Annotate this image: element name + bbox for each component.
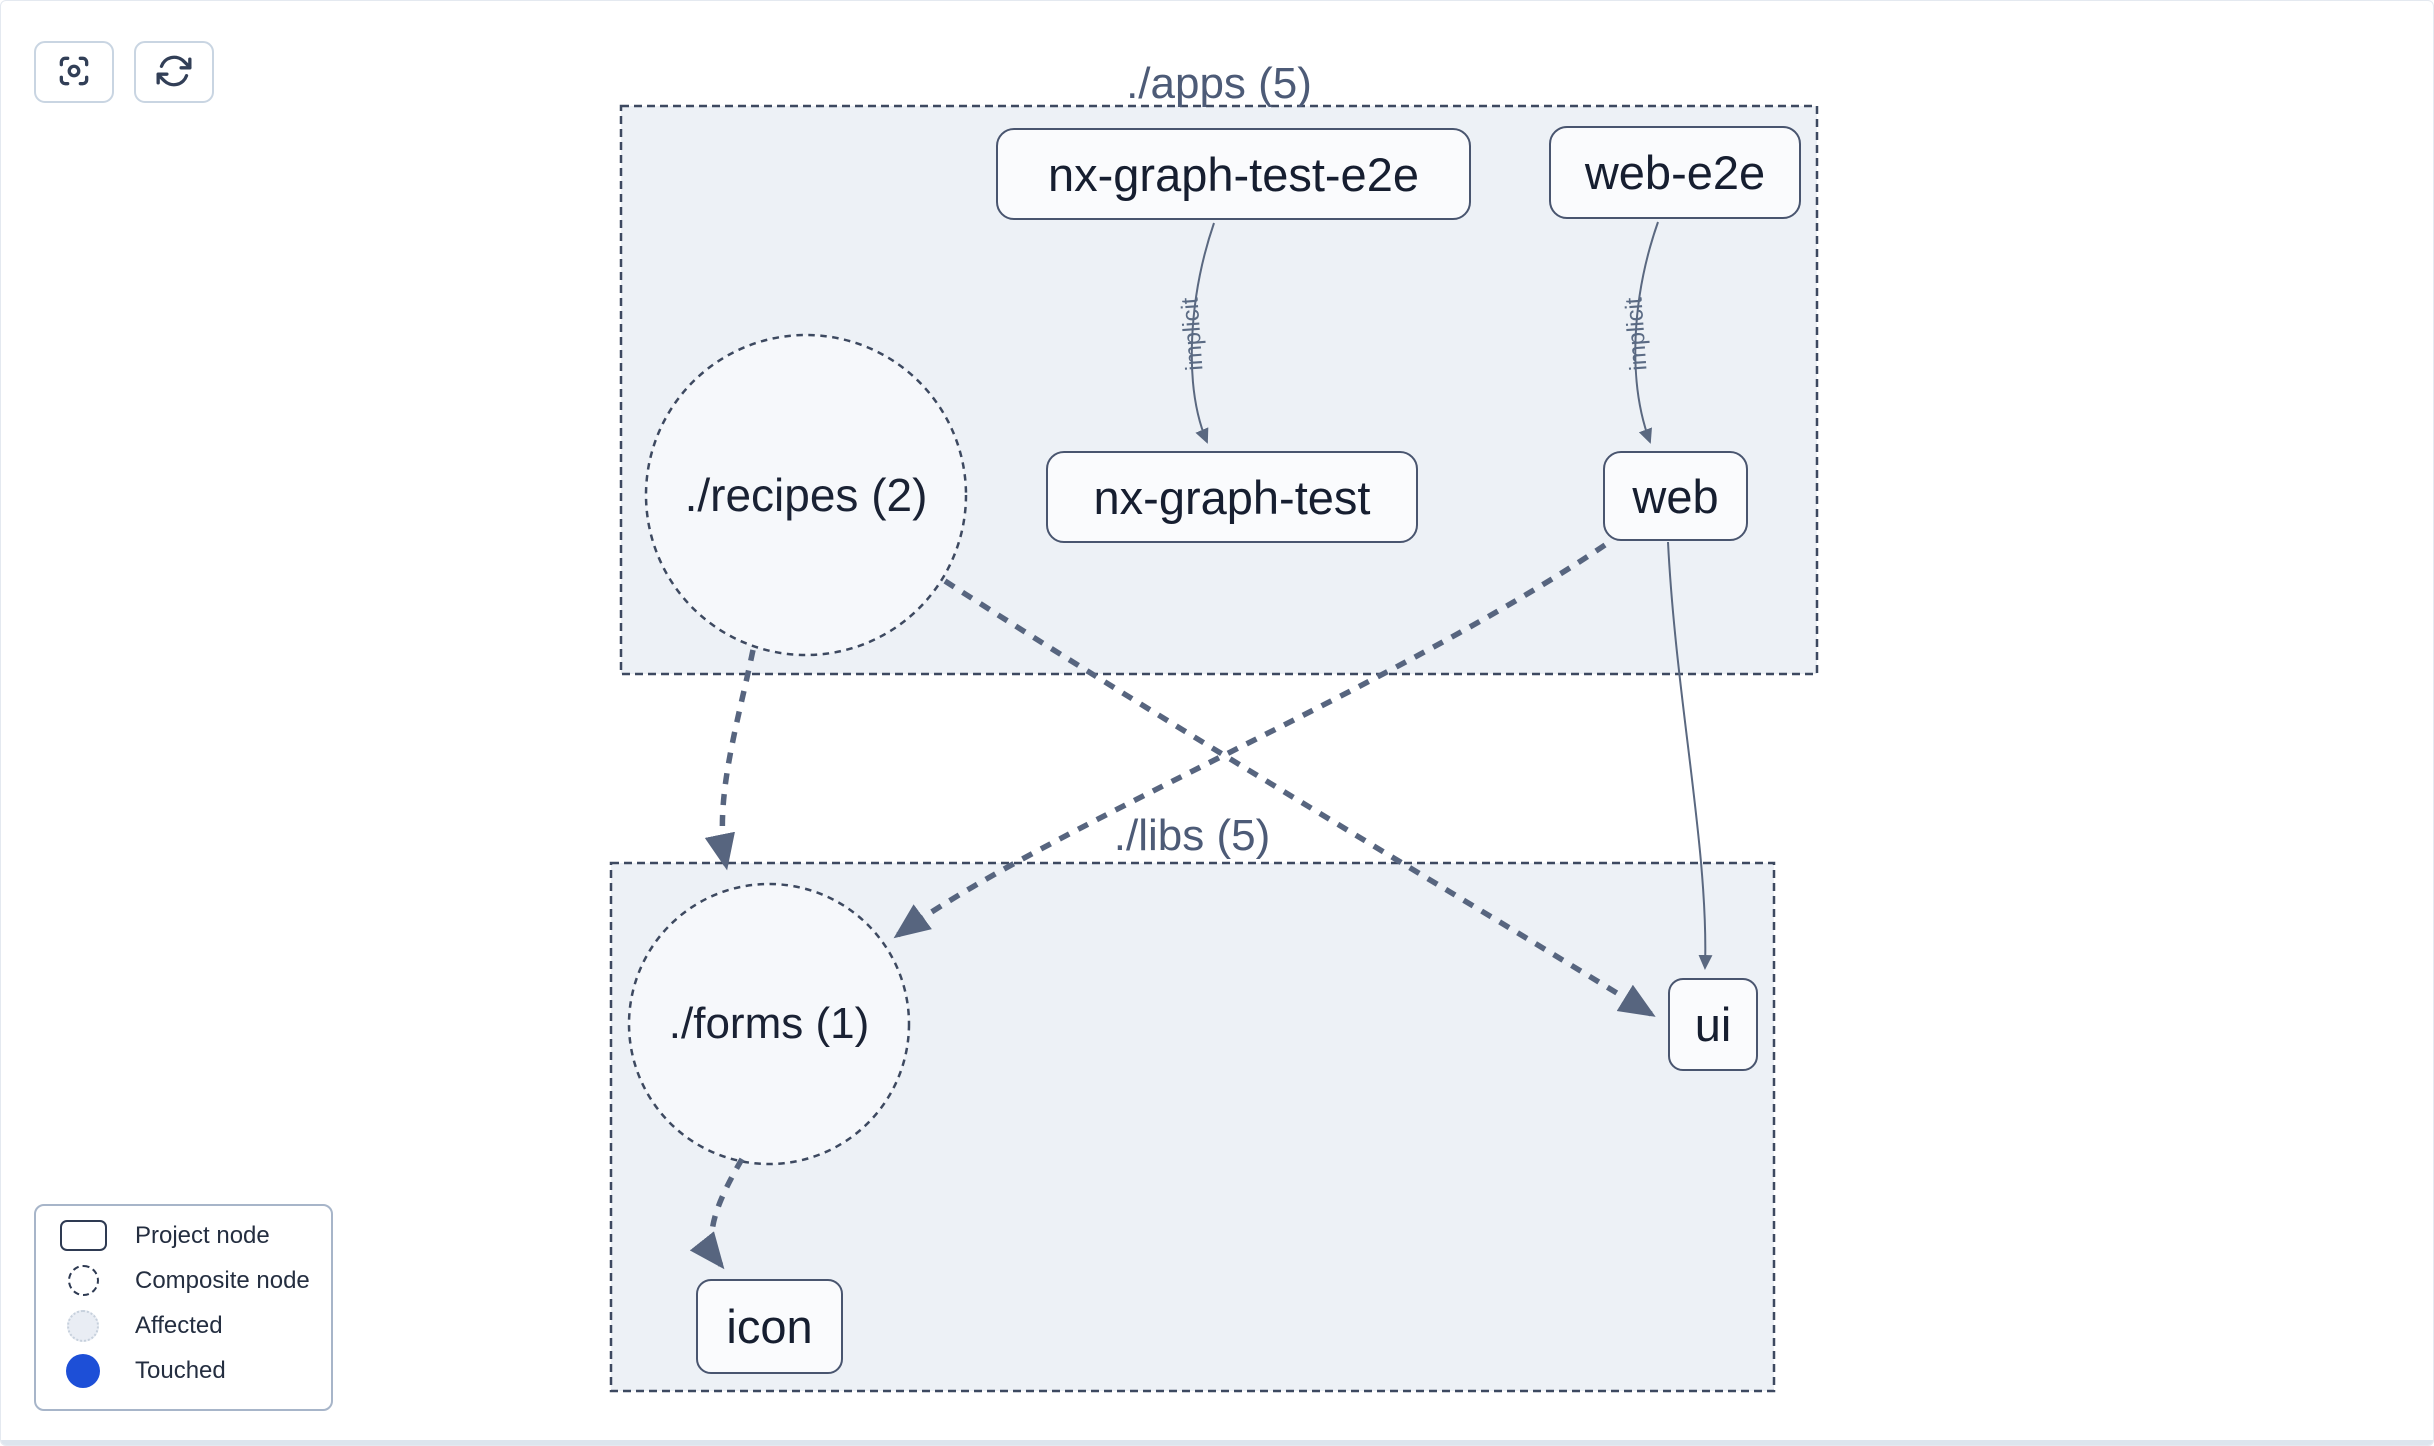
legend-item-touched: Touched (58, 1353, 331, 1388)
group-label-libs[interactable]: ./libs (5) (1113, 811, 1271, 860)
project-node-nx-graph-test[interactable]: nx-graph-test (1046, 451, 1418, 543)
legend-label: Project node (135, 1221, 270, 1249)
project-node-nx-graph-test-e2e[interactable]: nx-graph-test-e2e (996, 128, 1471, 220)
legend-item-affected: Affected (58, 1309, 331, 1342)
refresh-graph-button[interactable] (134, 41, 214, 103)
focus-crosshair-icon (55, 52, 93, 93)
window-bottom-edge (1, 1440, 2433, 1445)
edge-web-to-ui (1667, 541, 1713, 970)
legend-item-composite-node: Composite node (58, 1265, 331, 1296)
composite-node-label-forms[interactable]: ./forms (1) (668, 999, 870, 1048)
edge-recipes-to-forms (704, 649, 756, 871)
legend-label: Touched (135, 1356, 226, 1384)
edge-forms-to-icon (689, 1157, 745, 1270)
composite-node-swatch (67, 1265, 99, 1296)
project-node-icon[interactable]: icon (696, 1279, 843, 1374)
legend: Project node Composite node Affected Tou… (34, 1204, 333, 1411)
affected-swatch (67, 1309, 99, 1342)
group-label-apps[interactable]: ./apps (5) (1126, 59, 1312, 108)
focus-graph-button[interactable] (34, 41, 114, 103)
legend-label: Composite node (135, 1266, 310, 1294)
legend-item-project-node: Project node (58, 1220, 331, 1251)
composite-node-recipes[interactable] (644, 333, 968, 657)
project-node-swatch (59, 1220, 107, 1251)
edge-nx-graph-test-e2e-to-nx-graph-test (1190, 222, 1215, 444)
refresh-icon (155, 52, 193, 93)
project-node-web-e2e[interactable]: web-e2e (1549, 126, 1801, 219)
touched-swatch (66, 1353, 100, 1388)
project-node-ui[interactable]: ui (1668, 978, 1758, 1071)
edge-web-to-forms (893, 542, 1607, 939)
edge-web-e2e-to-web (1634, 221, 1659, 444)
legend-label: Affected (135, 1311, 223, 1339)
composite-node-label-recipes[interactable]: ./recipes (2) (684, 469, 928, 521)
project-node-web[interactable]: web (1603, 451, 1748, 541)
composite-node-forms[interactable] (627, 882, 911, 1166)
